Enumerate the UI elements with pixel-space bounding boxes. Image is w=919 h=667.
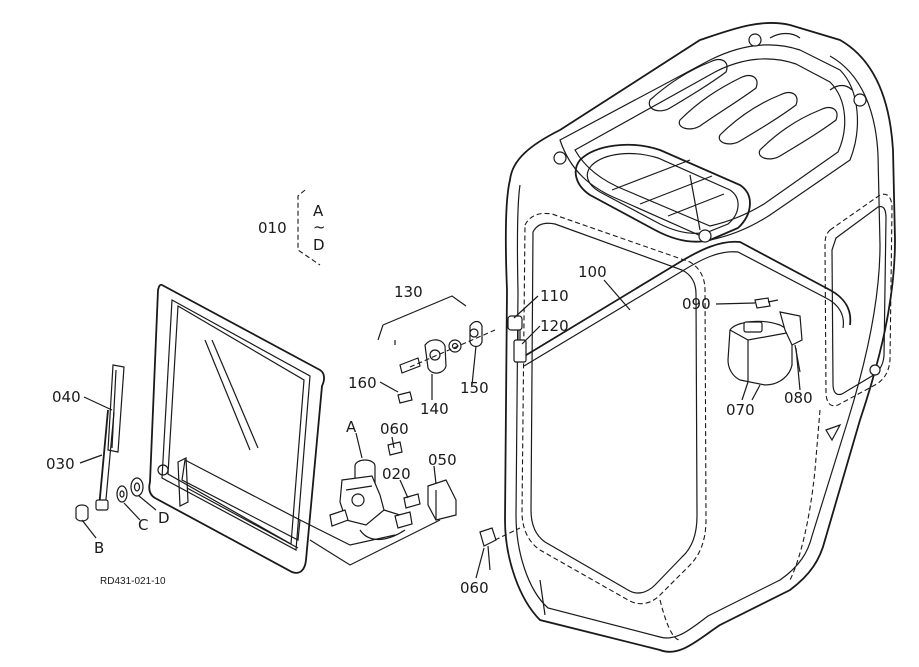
group-bracket-010 xyxy=(297,189,321,266)
label-020: 020 xyxy=(382,465,411,483)
label-range-start: A xyxy=(313,202,324,220)
wiper-arm-blade xyxy=(75,364,157,539)
front-window-frame xyxy=(148,283,325,574)
label-100: 100 xyxy=(578,263,607,281)
label-040: 040 xyxy=(52,388,81,406)
reference-code: RD431-021-10 xyxy=(100,576,166,587)
label-110: 110 xyxy=(540,287,569,305)
screw-160b xyxy=(397,391,413,404)
label-070: 070 xyxy=(726,401,755,419)
washer-tank-group xyxy=(727,297,803,401)
label-090: 090 xyxy=(682,295,711,313)
wiper-arm-030 xyxy=(95,499,109,511)
bracket-050 xyxy=(427,479,457,521)
bracket-080 xyxy=(779,311,803,346)
nut-B xyxy=(75,504,89,522)
label-060-lower: 060 xyxy=(460,579,489,597)
bolt-060a xyxy=(387,441,403,456)
label-120: 120 xyxy=(540,317,569,335)
label-030: 030 xyxy=(46,455,75,473)
label-130: 130 xyxy=(394,283,423,301)
bolt-090 xyxy=(754,297,771,309)
label-140: 140 xyxy=(420,400,449,418)
label-160: 160 xyxy=(348,374,377,392)
cab-frame xyxy=(504,22,896,653)
bolt-020 xyxy=(403,493,421,509)
tank-cap xyxy=(743,321,763,333)
label-010: 010 xyxy=(258,219,287,237)
label-050: 050 xyxy=(428,451,457,469)
label-C: C xyxy=(138,516,148,534)
wiper-motor-mount-group xyxy=(377,295,496,404)
label-range-end: D xyxy=(313,236,325,254)
bolt-060b xyxy=(479,527,497,547)
label-D: D xyxy=(158,509,170,527)
label-060-upper: 060 xyxy=(380,420,409,438)
screw-160 xyxy=(399,357,421,374)
fitting-120 xyxy=(513,339,527,363)
label-B: B xyxy=(94,539,104,557)
wiper-motor-A xyxy=(299,441,441,566)
label-150: 150 xyxy=(460,379,489,397)
fitting-110 xyxy=(507,315,523,331)
washer-pipe-100 xyxy=(507,240,852,367)
leader-lines xyxy=(79,279,801,579)
label-080: 080 xyxy=(784,389,813,407)
label-range-tilde: ~ xyxy=(313,218,326,236)
label-A: A xyxy=(346,418,357,436)
